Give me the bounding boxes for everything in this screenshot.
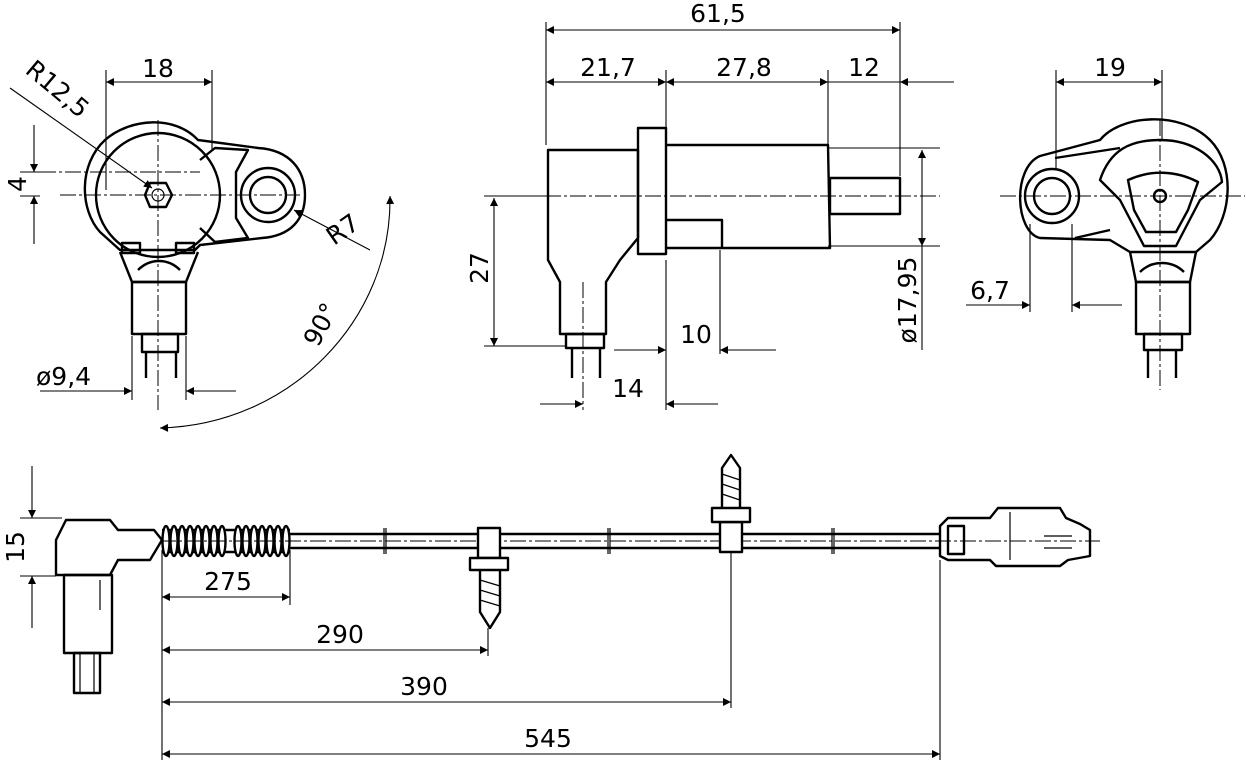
dim-275-label: 275 bbox=[204, 567, 252, 596]
side-body-left bbox=[546, 148, 640, 336]
dim-4-label: 4 bbox=[3, 176, 32, 192]
view-left: 18 R12,5 4 R7 90° ø9,4 bbox=[3, 54, 395, 432]
side-rib bbox=[666, 218, 724, 248]
dim-d1795-label: ø17,95 bbox=[893, 257, 922, 344]
dim-217-label: 21,7 bbox=[580, 53, 636, 82]
cable-end-connector bbox=[938, 506, 1092, 568]
cable-clip-2 bbox=[718, 520, 744, 554]
dim-19-label: 19 bbox=[1094, 53, 1126, 82]
right-cable-body bbox=[1134, 280, 1192, 336]
left-clip-a bbox=[120, 241, 142, 255]
right-key-body bbox=[1098, 138, 1224, 248]
side-flange bbox=[636, 126, 668, 256]
dim-r12-label: R12,5 bbox=[20, 54, 95, 123]
dim-14-label: 14 bbox=[612, 374, 644, 403]
left-cable-body bbox=[130, 280, 188, 336]
dim-67-label: 6,7 bbox=[970, 276, 1010, 305]
dim-10-label: 10 bbox=[680, 320, 712, 349]
dim-12-label: 12 bbox=[848, 53, 880, 82]
right-flange-outline bbox=[1018, 118, 1229, 254]
dim-15-label: 15 bbox=[1, 531, 30, 563]
dim-27-label: 27 bbox=[465, 252, 494, 284]
view-side: 61,5 21,7 27,8 12 27 ø17,95 10 14 bbox=[465, 0, 954, 410]
cable-clip-1 bbox=[476, 526, 502, 560]
cable-sensor-head bbox=[54, 518, 164, 577]
dim-290-label: 290 bbox=[316, 620, 364, 649]
dim-r12-line bbox=[9, 87, 153, 189]
view-right: 19 6,7 bbox=[966, 53, 1245, 390]
dim-390-label: 390 bbox=[400, 672, 448, 701]
cable-assembly: 15 275 290 390 545 bbox=[1, 453, 1100, 760]
dim-278-label: 27,8 bbox=[716, 53, 772, 82]
cable-clip-1-pin bbox=[478, 570, 502, 630]
left-cable-boot bbox=[140, 332, 180, 354]
cable-sensor-body bbox=[62, 573, 114, 655]
cable-clip-2-pin bbox=[720, 453, 742, 508]
dim-r7-label: R7 bbox=[321, 208, 365, 251]
left-flange-outline bbox=[83, 121, 307, 252]
dim-545-label: 545 bbox=[524, 724, 572, 753]
dim-d9-label: ø9,4 bbox=[36, 362, 91, 391]
side-cable-boot bbox=[564, 332, 606, 350]
dim-18-label: 18 bbox=[142, 54, 174, 83]
dim-615-label: 61,5 bbox=[690, 0, 746, 28]
left-cable-end bbox=[144, 352, 178, 378]
dim-90-arc bbox=[159, 195, 395, 432]
